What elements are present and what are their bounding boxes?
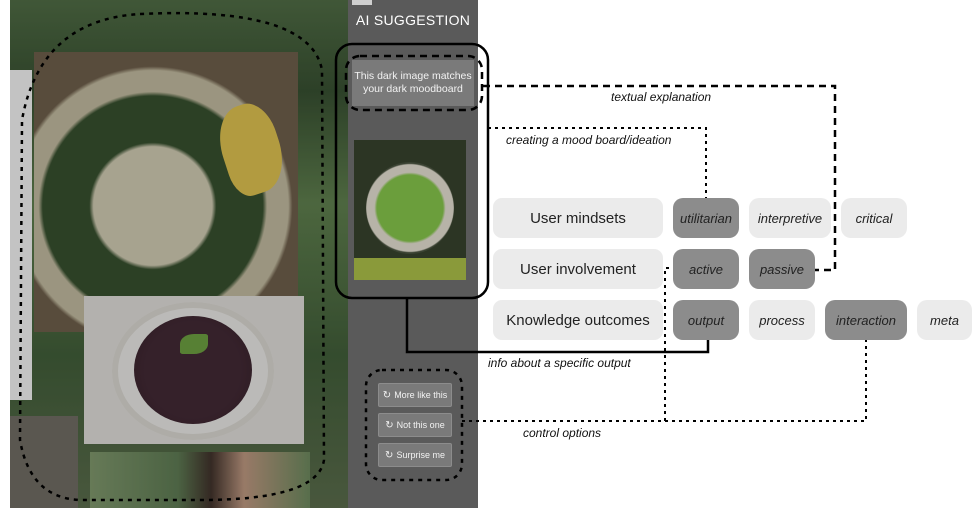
panel-tab[interactable] [352,0,372,5]
dimension-user-involvement: User involvement [493,249,663,289]
connector-textual [483,84,837,272]
moodboard-image-beans[interactable] [84,296,304,444]
refresh-icon: ↻ [382,389,392,401]
suggestion-explanation: This dark image matches your dark moodbo… [352,60,474,106]
ai-suggestion-panel: AI SUGGESTION This dark image matches yo… [348,0,478,508]
option-meta: meta [917,300,972,340]
option-interpretive: interpretive [749,198,831,238]
option-output: output [673,300,739,340]
option-active: active [673,249,739,289]
surprise-me-label: Surprise me [396,450,445,460]
option-interaction: interaction [825,300,907,340]
option-critical: critical [841,198,907,238]
surprise-me-button[interactable]: ↻ Surprise me [378,443,452,467]
refresh-icon: ↻ [385,449,394,461]
dimension-user-mindsets: User mindsets [493,198,663,238]
dimension-knowledge-outcomes: Knowledge outcomes [493,300,663,340]
connector-control-active [664,267,673,421]
connector-control [462,340,867,422]
option-utilitarian: utilitarian [673,198,739,238]
more-like-this-button[interactable]: ↻ More like this [378,383,452,407]
note-control-options: control options [523,426,602,440]
moodboard-image-salad[interactable] [34,52,298,332]
option-passive: passive [749,249,815,289]
note-textual-explanation: textual explanation [611,90,712,104]
more-like-this-label: More like this [394,390,448,400]
note-output-info: info about a specific output [488,356,631,370]
option-process: process [749,300,815,340]
not-this-one-label: Not this one [396,420,445,430]
suggested-image[interactable] [354,140,466,280]
refresh-icon: ↻ [385,419,394,431]
moodboard-image-table[interactable] [10,416,78,508]
not-this-one-button[interactable]: ↻ Not this one [378,413,452,437]
moodboard-image-person[interactable] [90,452,310,508]
moodboard-white-card [10,70,32,400]
panel-title: AI SUGGESTION [355,12,471,28]
moodboard-canvas [10,0,348,508]
note-moodboard-ideation: creating a mood board/ideation [506,133,672,147]
